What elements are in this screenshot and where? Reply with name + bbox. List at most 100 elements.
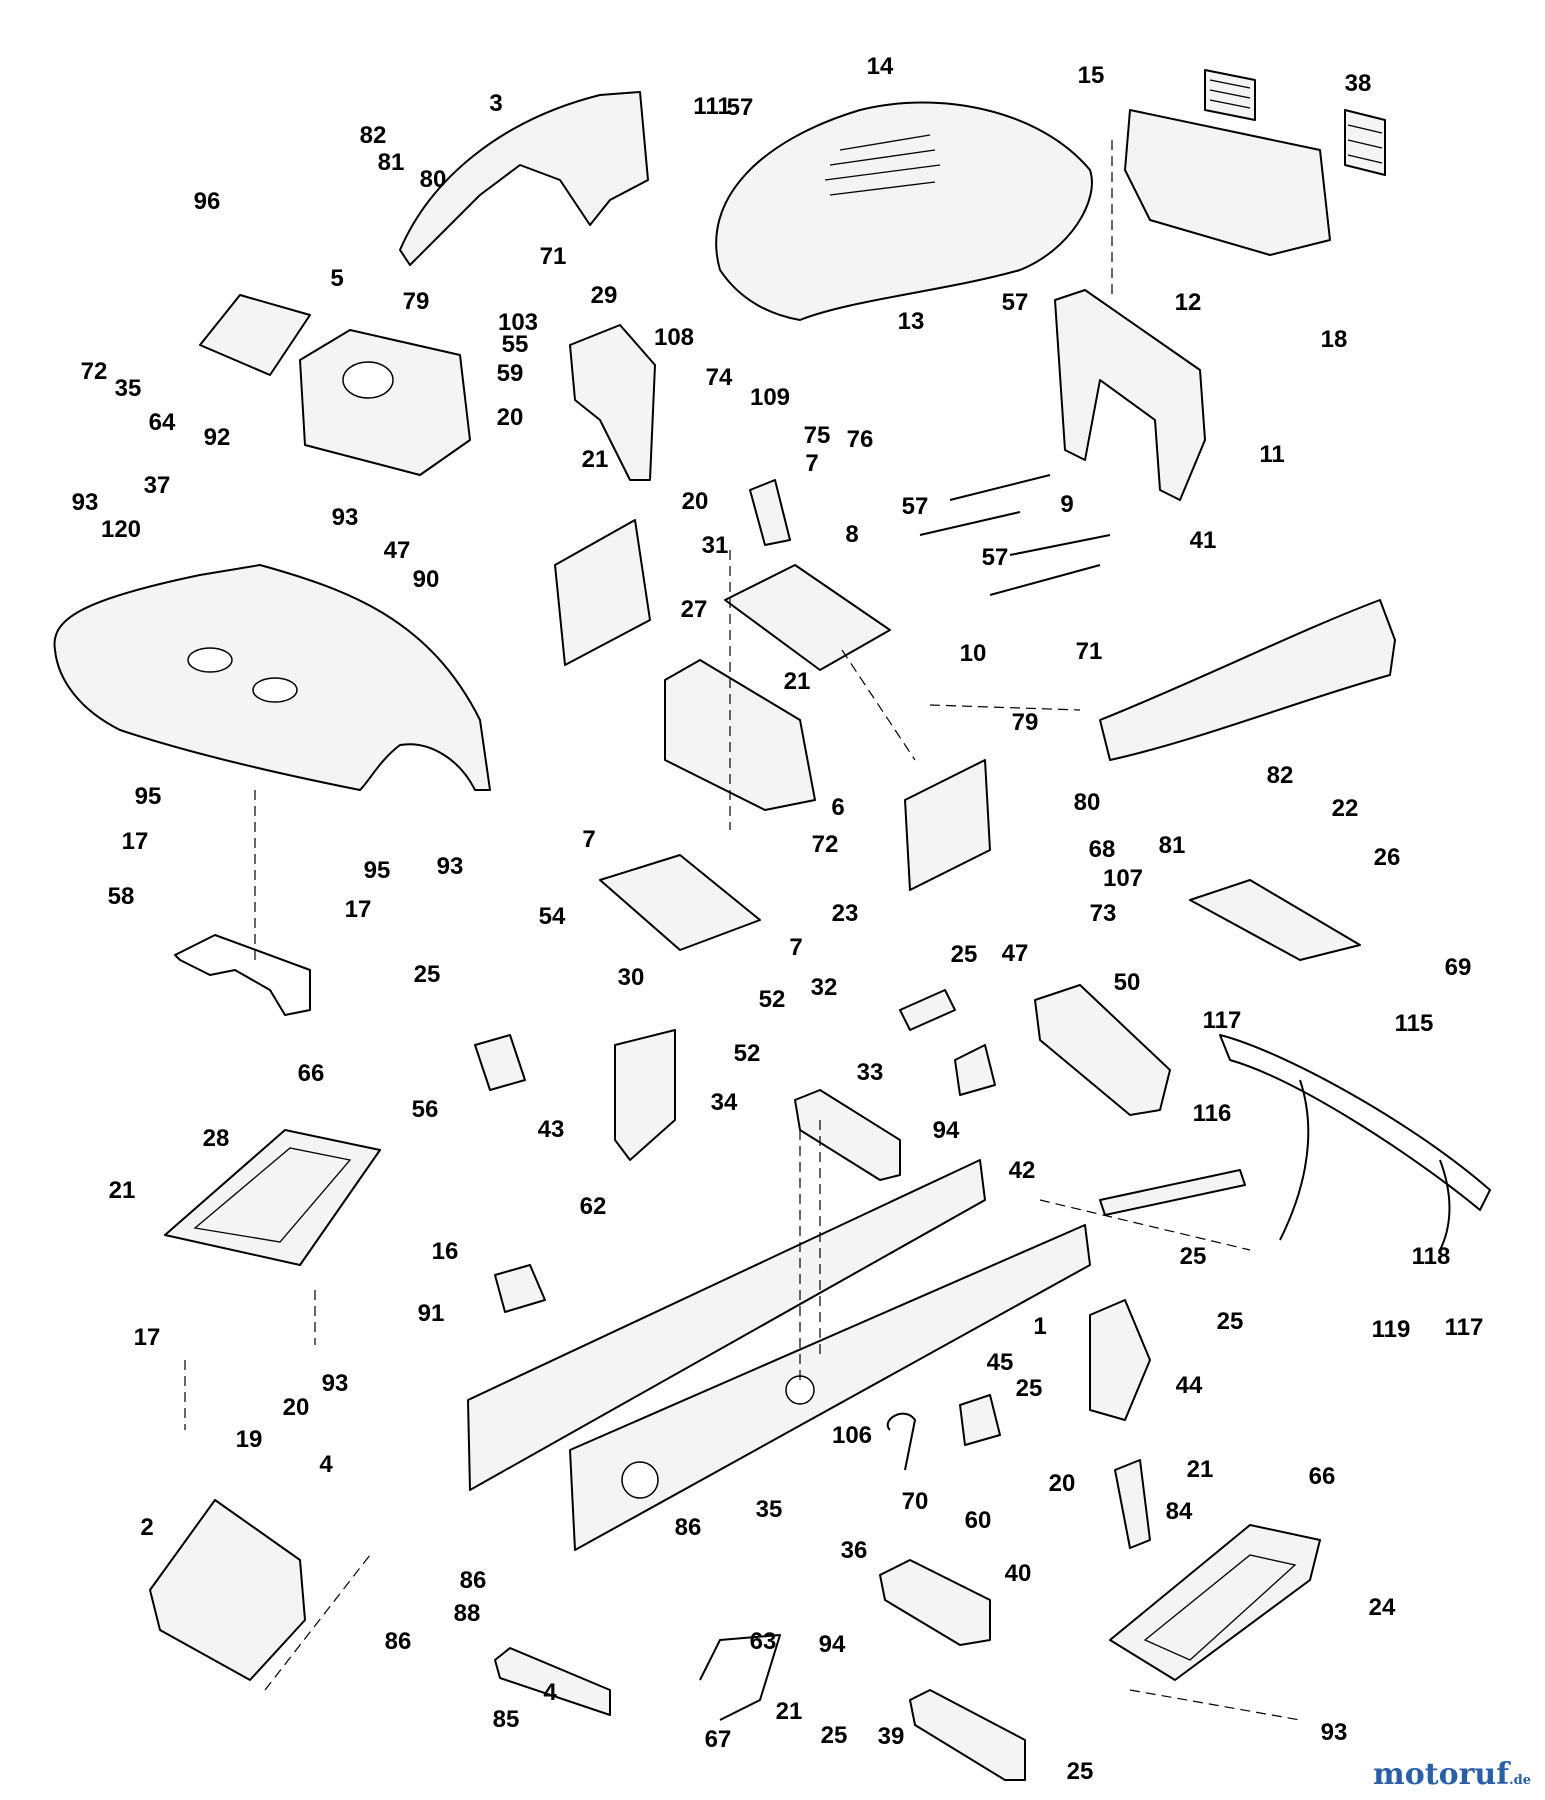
part-116-bar — [1099, 1169, 1246, 1216]
callout-52: 52 — [758, 986, 786, 1013]
callout-25: 25 — [950, 941, 978, 968]
callout-17: 17 — [344, 896, 372, 923]
part-92-dash-plate — [199, 294, 311, 376]
part-8-tray — [724, 564, 891, 671]
callout-10: 10 — [959, 640, 987, 667]
callout-26: 26 — [1373, 844, 1401, 871]
part-45-bracket — [959, 1394, 1001, 1446]
callout-32: 32 — [810, 974, 838, 1001]
watermark-brand: motoruf — [1372, 1757, 1510, 1792]
callout-76: 76 — [846, 426, 874, 453]
callout-25: 25 — [1066, 1758, 1094, 1785]
part-2-mount-plate — [149, 1499, 306, 1681]
part-24-footrest-right — [1109, 1524, 1321, 1681]
part-58-bracket — [174, 934, 311, 1016]
callout-45: 45 — [986, 1349, 1014, 1376]
part-28-footrest-left — [164, 1129, 381, 1266]
callout-60: 60 — [964, 1507, 992, 1534]
callout-20: 20 — [1048, 1470, 1076, 1497]
callout-21: 21 — [581, 446, 609, 473]
callout-86: 86 — [674, 1514, 702, 1541]
callout-58: 58 — [107, 883, 135, 910]
callout-82: 82 — [359, 122, 387, 149]
callout-88: 88 — [453, 1600, 481, 1627]
part-14-hood — [715, 101, 1093, 321]
part-69-deflector — [1189, 879, 1361, 961]
part-27-plate — [554, 519, 651, 666]
part-33-bracket — [954, 1044, 996, 1096]
callout-21: 21 — [775, 1698, 803, 1725]
callout-108: 108 — [653, 324, 695, 351]
part-40-bracket — [879, 1559, 991, 1646]
part-32-bracket — [899, 989, 956, 1031]
callout-38: 38 — [1344, 70, 1372, 97]
callout-15: 15 — [1077, 62, 1105, 89]
callout-36: 36 — [840, 1537, 868, 1564]
callout-52: 52 — [733, 1040, 761, 1067]
callout-17: 17 — [133, 1324, 161, 1351]
callout-2: 2 — [140, 1514, 154, 1541]
callout-90: 90 — [412, 566, 440, 593]
callout-33: 33 — [856, 1059, 884, 1086]
callout-66: 66 — [1308, 1463, 1336, 1490]
callout-117: 117 — [1444, 1314, 1484, 1341]
callout-84: 84 — [1165, 1498, 1193, 1525]
callout-7: 7 — [789, 934, 803, 961]
callout-68: 68 — [1088, 836, 1116, 863]
part-31-bracket — [749, 479, 791, 546]
part-67-pedal-rod — [699, 1634, 781, 1721]
callout-71: 71 — [1075, 638, 1103, 665]
callout-42: 42 — [1008, 1157, 1036, 1184]
callout-55: 55 — [501, 331, 529, 358]
callout-1: 1 — [1033, 1313, 1047, 1340]
callout-69: 69 — [1444, 954, 1472, 981]
callout-5: 5 — [330, 265, 344, 292]
callout-29: 29 — [590, 282, 618, 309]
callout-72: 72 — [811, 831, 839, 858]
callout-18: 18 — [1320, 326, 1348, 353]
callout-4: 4 — [319, 1451, 333, 1478]
callout-85: 85 — [492, 1706, 520, 1733]
part-1-frame-rail — [569, 1224, 1091, 1551]
callout-93: 93 — [321, 1370, 349, 1397]
part-23-side-panel — [904, 759, 991, 891]
callout-27: 27 — [680, 596, 708, 623]
part-44-bracket — [1089, 1299, 1151, 1421]
callout-93: 93 — [331, 504, 359, 531]
callout-74: 74 — [705, 364, 733, 391]
callout-56: 56 — [411, 1096, 439, 1123]
part-50-bracket — [1034, 984, 1171, 1116]
callout-57: 57 — [901, 493, 929, 520]
callout-35: 35 — [114, 375, 142, 402]
callout-9: 9 — [1060, 491, 1074, 518]
callout-47: 47 — [383, 537, 411, 564]
callout-7: 7 — [805, 450, 819, 477]
part-29-bracket — [569, 324, 656, 481]
callout-3: 3 — [489, 90, 503, 117]
part-115-tow-handle — [1219, 1034, 1491, 1251]
callout-95: 95 — [134, 783, 162, 810]
callout-20: 20 — [496, 404, 524, 431]
part-5-dash-console — [299, 329, 471, 476]
callout-7: 7 — [582, 826, 596, 853]
callout-120: 120 — [100, 516, 142, 543]
callout-21: 21 — [1186, 1456, 1214, 1483]
callout-80: 80 — [1073, 789, 1101, 816]
callout-93: 93 — [71, 489, 99, 516]
callout-71: 71 — [539, 243, 567, 270]
callout-63: 63 — [749, 1628, 777, 1655]
callout-50: 50 — [1113, 969, 1141, 996]
callout-79: 79 — [1011, 709, 1039, 736]
callout-25: 25 — [1216, 1308, 1244, 1335]
callout-57: 57 — [981, 544, 1009, 571]
callout-28: 28 — [202, 1125, 230, 1152]
callout-117: 117 — [1202, 1007, 1242, 1034]
callout-86: 86 — [384, 1628, 412, 1655]
callout-67: 67 — [704, 1726, 732, 1753]
callout-12: 12 — [1174, 289, 1202, 316]
part-43-bracket — [614, 1029, 676, 1161]
callout-57: 57 — [1001, 289, 1029, 316]
callout-70: 70 — [901, 1488, 929, 1515]
part-84-bracket — [1114, 1459, 1151, 1549]
callout-91: 91 — [417, 1300, 445, 1327]
